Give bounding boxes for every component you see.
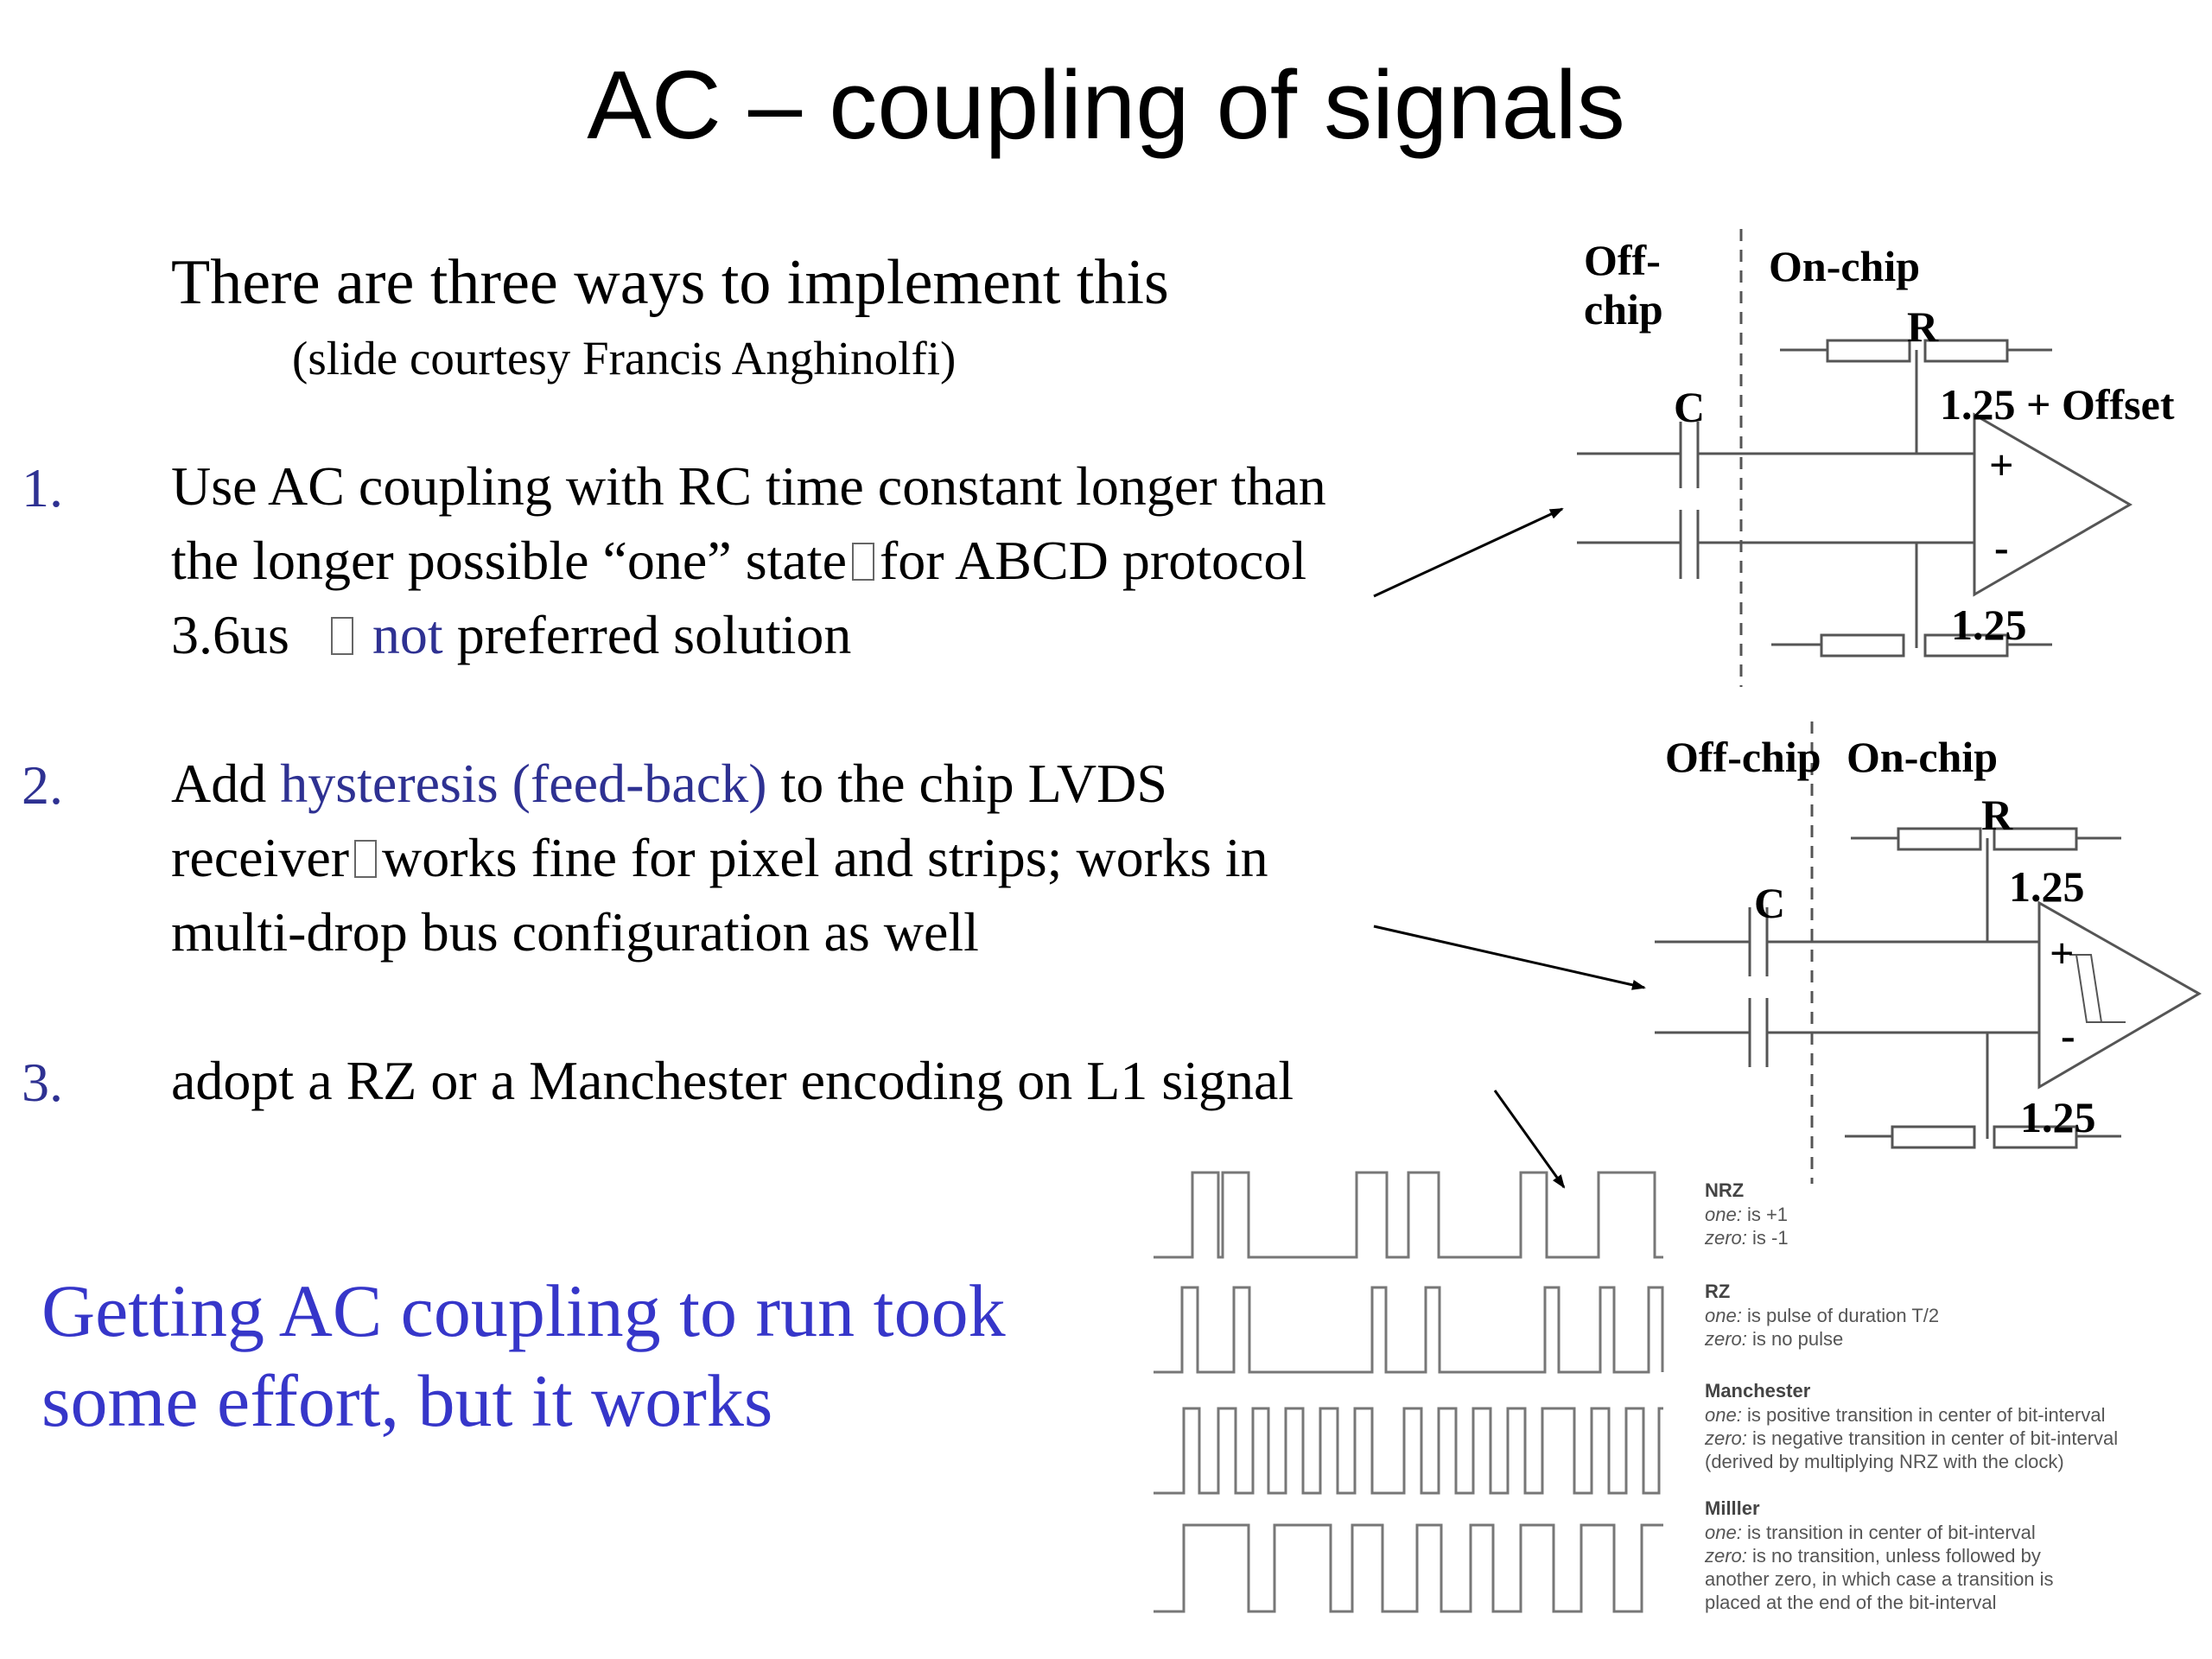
item-1-number: 1. (22, 457, 63, 518)
arrow-to-diagram-1 (1373, 507, 1564, 598)
diagram-1-off-chip-label: Off- (1584, 236, 1661, 284)
arrow-to-diagram-2 (1373, 925, 1646, 990)
encoding-legend: NRZ one: is +1 zero: is -1 RZ one: is pu… (1704, 1179, 2118, 1613)
diagram-1-plus-reference: 1.25 + Offset (1940, 380, 2175, 429)
encoding-line: zero: is negative transition in center o… (1704, 1427, 2118, 1449)
conclusion-line-1: Getting AC coupling to run took (41, 1269, 1006, 1352)
diagram-2-off-chip-label: Off-chip (1665, 733, 1821, 781)
encoding-name: RZ (1705, 1281, 1730, 1302)
diagram-2-capacitor-label: C (1754, 879, 1785, 927)
diagram-1-capacitor-label: C (1674, 383, 1705, 431)
item-2-line-1: Add hysteresis (feed-back) to the chip L… (171, 753, 1167, 814)
encoding-name: Milller (1705, 1497, 1760, 1519)
encoding-name: Manchester (1705, 1380, 1811, 1402)
item-2-line-3: multi-drop bus configuration as well (171, 901, 979, 963)
diagram-2-minus-input: - (2061, 1011, 2075, 1059)
circuit-diagram-1 (1577, 229, 2133, 687)
item-1: Use AC coupling with RC time constant lo… (171, 449, 1326, 672)
diagram-2-plus-input: + (2050, 929, 2075, 977)
waveform-nrz (1154, 1171, 1663, 1259)
encoding-line: one: is +1 (1705, 1204, 1788, 1225)
encoding-line: one: is transition in center of bit-inte… (1705, 1522, 2036, 1543)
item-1-line-1: Use AC coupling with RC time constant lo… (171, 455, 1326, 517)
encoding-line: one: is positive transition in center of… (1705, 1404, 2105, 1426)
missing-glyph-icon (330, 617, 353, 655)
missing-glyph-icon (851, 543, 874, 581)
diagram-2-on-chip-label: On-chip (1847, 733, 1998, 781)
diagram-1-minus-reference: 1.25 (1951, 601, 2027, 649)
diagram-1-resistor-label: R (1907, 302, 1939, 351)
diagram-2-resistor-label: R (1981, 791, 2013, 839)
encoding-waveforms (1154, 1171, 1664, 1613)
conclusion: Getting AC coupling to run took some eff… (41, 1266, 1006, 1446)
waveform-miller (1154, 1523, 1663, 1613)
item-3: adopt a RZ or a Manchester encoding on L… (171, 1044, 1294, 1118)
waveform-manchester (1154, 1407, 1663, 1495)
diagram-1-off-chip-label-2: chip (1584, 285, 1663, 334)
missing-glyph-icon (354, 840, 378, 878)
item-2-number: 2. (22, 754, 63, 816)
encoding-line: zero: is -1 (1704, 1227, 1789, 1249)
diagram-2-plus-reference: 1.25 (2009, 862, 2085, 911)
arrow-to-waveforms (1493, 1090, 1566, 1189)
encoding-line: zero: is no transition, unless followed … (1704, 1545, 2041, 1567)
item-3-line-1: adopt a RZ or a Manchester encoding on L… (171, 1050, 1294, 1111)
encoding-line: (derived by multiplying NRZ with the clo… (1705, 1451, 2064, 1472)
encoding-line: zero: is no pulse (1704, 1328, 1843, 1350)
circuit-diagram-2 (1655, 721, 2202, 1184)
item-2: Add hysteresis (feed-back) to the chip L… (171, 747, 1268, 969)
diagram-1-plus-input: + (1989, 441, 2014, 489)
credit-text: (slide courtesy Francis Anghinolfi) (292, 332, 957, 385)
encoding-line: another zero, in which case a transition… (1705, 1568, 2054, 1590)
slide-title: AC – coupling of signals (587, 51, 1625, 159)
item-3-number: 3. (22, 1052, 63, 1113)
diagram-1-on-chip-label: On-chip (1769, 242, 1920, 290)
diagram-1-minus-input: - (1994, 523, 2009, 571)
encoding-line: one: is pulse of duration T/2 (1705, 1305, 1939, 1326)
diagram-2-minus-reference: 1.25 (2020, 1093, 2096, 1141)
waveform-rz (1154, 1286, 1664, 1374)
encoding-line: placed at the end of the bit-interval (1705, 1592, 1997, 1613)
item-1-line-3: 3.6us not preferred solution (171, 604, 852, 665)
encoding-name: NRZ (1705, 1179, 1744, 1201)
conclusion-line-2: some effort, but it works (41, 1359, 773, 1442)
intro-text: There are three ways to implement this (171, 247, 1169, 318)
